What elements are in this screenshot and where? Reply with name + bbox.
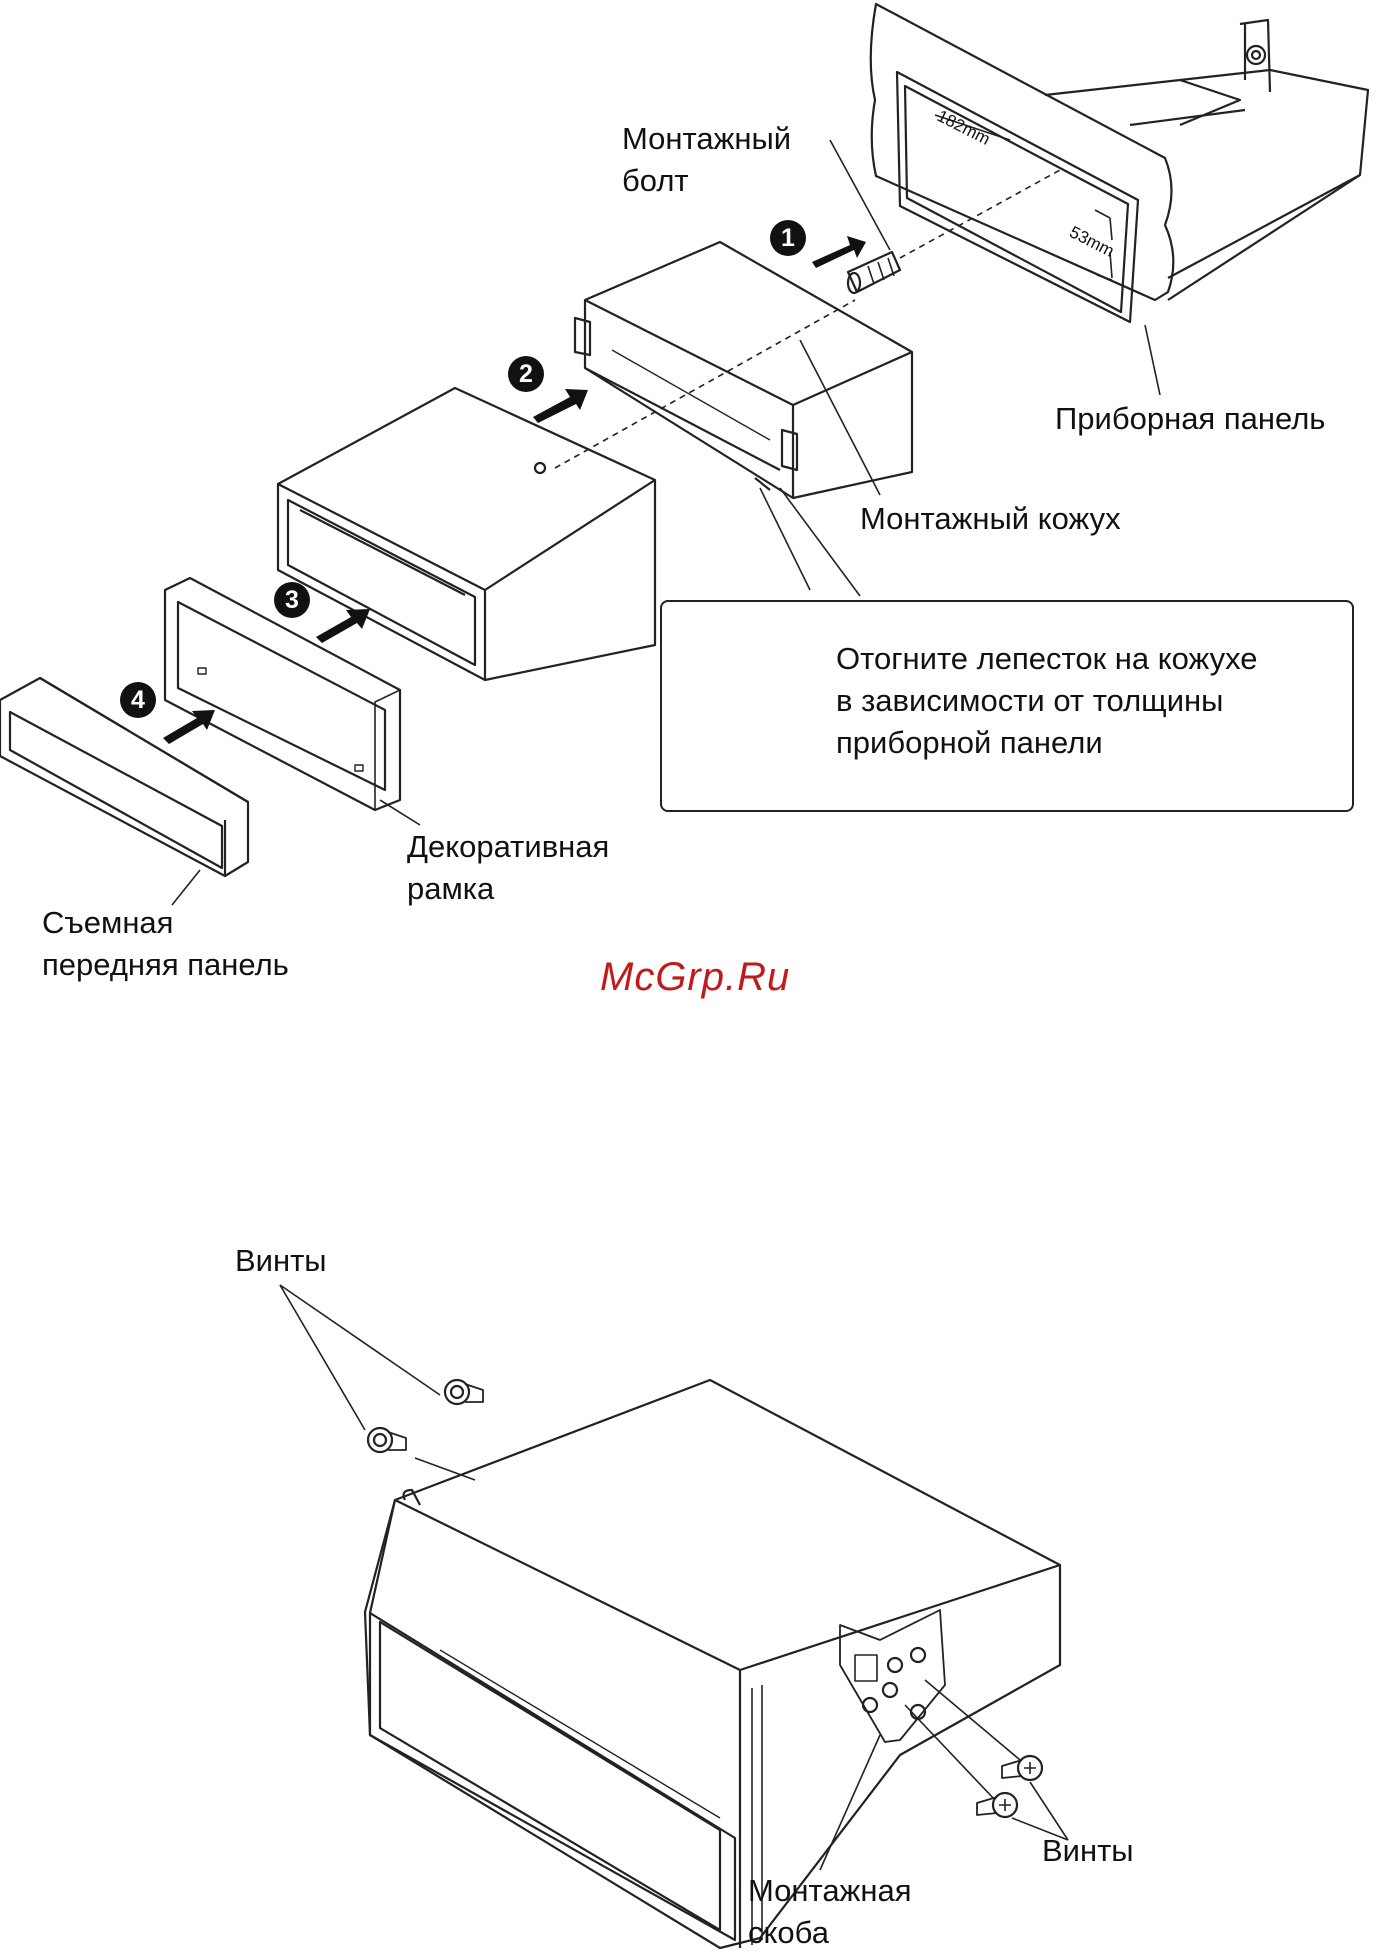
- head-unit-side-view: [365, 1380, 1060, 1948]
- step-1-badge: 1: [770, 220, 806, 256]
- dashboard-label: Приборная панель: [1055, 398, 1325, 440]
- step-3-badge: 3: [274, 582, 310, 618]
- screws: [368, 1380, 1042, 1817]
- watermark: McGrp.Ru: [600, 955, 790, 1000]
- dashboard-panel: [871, 4, 1368, 395]
- trim-frame-label: Декоративная рамка: [407, 826, 609, 910]
- screws-bottom-label: Винты: [1042, 1830, 1134, 1872]
- step-2-badge: 2: [508, 356, 544, 392]
- screws-top-label: Винты: [235, 1240, 327, 1282]
- tab-note-box: Отогните лепесток на кожухе в зависимост…: [660, 600, 1354, 812]
- front-panel-label: Съемная передняя панель: [42, 902, 289, 986]
- step-4-badge: 4: [120, 682, 156, 718]
- head-unit-box: [278, 388, 655, 680]
- mounting-sleeve: [535, 242, 912, 498]
- tab-note-text: Отогните лепесток на кожухе в зависимост…: [836, 638, 1258, 764]
- mount-bolt-label: Монтажный болт: [622, 118, 791, 202]
- bracket-label: Монтажная скоба: [748, 1870, 912, 1954]
- sleeve-label: Монтажный кожух: [860, 498, 1121, 540]
